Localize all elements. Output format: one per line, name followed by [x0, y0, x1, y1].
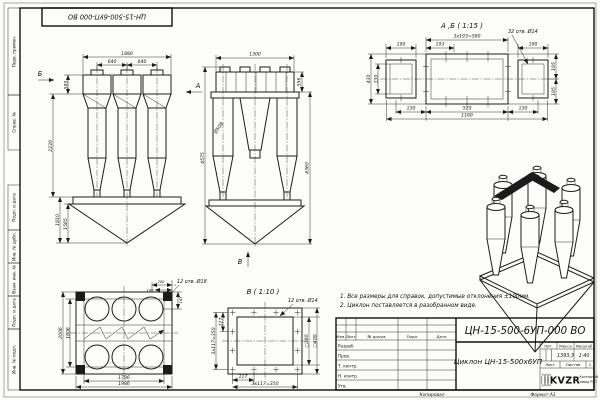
scale-label: Масштаб	[576, 344, 592, 348]
dim-ab-430: 430	[366, 75, 372, 84]
note-line-1: 1. Все размеры для справок, допустимые о…	[340, 294, 530, 300]
dim-front-inlet-height: 595	[64, 81, 70, 90]
plan-view: 2006 1806 1786 1986 200 140 12 отв. Ø18 …	[58, 278, 207, 390]
company-name-line1: Котельный	[580, 375, 599, 379]
dim-plan-1806: 1806	[66, 327, 72, 339]
margin-label-podp-data-1: Подп. и дата	[12, 193, 17, 222]
dim-front-pitch-1: 640	[108, 59, 117, 65]
holes-note-v: 12 отв. Ø14	[288, 297, 318, 304]
row-nkontr: Н. контр.	[338, 374, 358, 379]
sheets-value: 1	[589, 362, 592, 367]
row-utv: Утв.	[338, 384, 347, 389]
dim-ab-190-right: 190	[529, 42, 538, 48]
dim-v-sq-360: □360	[304, 334, 310, 347]
dim-side-inlet: 556	[297, 78, 303, 87]
footer-strip: Копировал Формат А3	[419, 392, 555, 398]
row-prov: Пров.	[338, 354, 350, 359]
dim-ab-520: 520	[463, 106, 472, 112]
dim-side-right-height: 4360	[305, 162, 311, 174]
dim-plan-165: 165	[179, 296, 183, 304]
col-podp: Подп.	[407, 334, 419, 339]
doc-number: ЦН-15-500-6УП-000 ВО	[465, 326, 586, 337]
holes-note-plan: 12 отв. Ø18	[177, 278, 207, 285]
margin-label-podp-data-2: Подп. и дата	[12, 298, 17, 327]
dim-side-total-height: 4575	[200, 152, 206, 164]
company-logo: KVZR Котельный завод РЭП	[541, 373, 599, 387]
detail-ab-title: А ,Б ( 1:15 )	[440, 22, 483, 30]
view-arrow-a-label: А	[195, 82, 201, 90]
dim-v-bottom-pitch: 3х117=350	[251, 381, 278, 387]
dim-plan-2006: 2006	[58, 327, 64, 339]
margin-label-perv-primen: Перв. примен.	[12, 36, 17, 67]
detail-v-title: В ( 1:10 )	[247, 288, 280, 296]
margin-column: Перв. примен. Справ. № Подп. и дата Инв.…	[7, 7, 21, 391]
dim-front-cone-height: 1565	[63, 218, 69, 230]
dim-ab-row-pitch: 3х193=580	[453, 34, 480, 40]
col-izm: Изм.	[336, 334, 345, 339]
holes-note-ab: 32 отв. Ø14	[508, 28, 538, 35]
dim-ab-195-top: 195	[551, 62, 557, 71]
col-list: Лист	[346, 334, 357, 339]
dim-ab-193: 193	[436, 42, 445, 48]
side-view: Ø508 1300 4575 556 4360 В	[200, 52, 313, 267]
dim-front-pitch-2: 640	[138, 59, 147, 65]
row-razrab: Разраб.	[338, 344, 354, 349]
dim-side-top-width: 1300	[249, 52, 261, 58]
scale-value: 1:40	[579, 353, 590, 359]
dim-ab-total: 1160	[461, 113, 473, 119]
company-name-line2: завод РЭП	[580, 380, 598, 384]
notes: 1. Все размеры для справок, допустимые о…	[340, 294, 530, 309]
dim-ab-190-left: 190	[397, 42, 406, 48]
copied-label: Копировал	[419, 392, 444, 398]
view-arrow-b-label: Б	[38, 70, 43, 78]
dim-v-sq-400: □400	[313, 334, 319, 347]
dim-plan-1786: 1786	[118, 375, 130, 381]
iso-cyclone	[486, 196, 574, 284]
dim-plan-140: 140	[147, 289, 155, 293]
format-label: Формат А3	[530, 392, 555, 398]
margin-label-inv-podl: Инв. № подл.	[12, 345, 17, 374]
dim-v-117-bottom: 117	[239, 374, 248, 380]
row-tkontr: Т. контр.	[337, 364, 357, 369]
mass-value: 1393,3	[557, 353, 574, 359]
detail-ab-view: А ,Б ( 1:15 ) 3х193=580 190 193 190 32 о…	[366, 22, 559, 122]
dim-plan-200: 200	[158, 280, 166, 284]
col-doc: № докум.	[367, 334, 386, 339]
dim-v-left-pitch: 3х117=350	[211, 327, 217, 354]
top-stamp-doc-number: ЦН-15-500-6УП-000 ВО	[68, 13, 146, 21]
col-data: Дата	[436, 334, 447, 339]
dim-ab-195-bottom: 195	[551, 87, 557, 96]
dim-front-body-height: 2230	[48, 140, 54, 152]
detail-v-view: В ( 1:10 ) 12 отв. Ø14 3х117=350 117 □36…	[211, 288, 320, 390]
dim-ab-130-left: 130	[407, 106, 416, 112]
lit-label: Лит.	[544, 343, 553, 348]
dim-front-hopper-height: 1810	[55, 214, 61, 226]
sheets-label: Листов	[566, 362, 581, 367]
top-stamp: ЦН-15-500-6УП-000 ВО	[41, 7, 173, 27]
logo-text: KVZR	[550, 376, 581, 387]
margin-label-inv-dubl: Инв. № дубл.	[12, 232, 17, 261]
dim-ab-130-right: 130	[519, 106, 528, 112]
margin-label-vzam-inv: Взам. инв. №	[12, 265, 17, 294]
dim-front-total-width: 1880	[121, 51, 133, 57]
dim-v-117-left: 117	[219, 318, 225, 327]
view-arrow-v-label: В	[238, 258, 243, 266]
isometric-view	[478, 165, 596, 353]
note-line-2: 2. Циклон поставляется в разобранном вид…	[340, 303, 477, 309]
front-view: 1880 640 640 595 2230 1810 1565 Б А	[38, 51, 202, 246]
sheet-label: Лист	[545, 362, 556, 367]
product-name: Циклон ЦН-15-500х6УП	[454, 357, 543, 366]
title-block: Изм. Лист № докум. Подп. Дата Разраб. Пр…	[335, 317, 599, 391]
dim-plan-1986: 1986	[118, 381, 130, 387]
mass-label: Масса	[559, 343, 572, 348]
margin-label-sprav-no: Справ. №	[12, 112, 17, 133]
dim-ab-330: 330	[374, 75, 380, 84]
